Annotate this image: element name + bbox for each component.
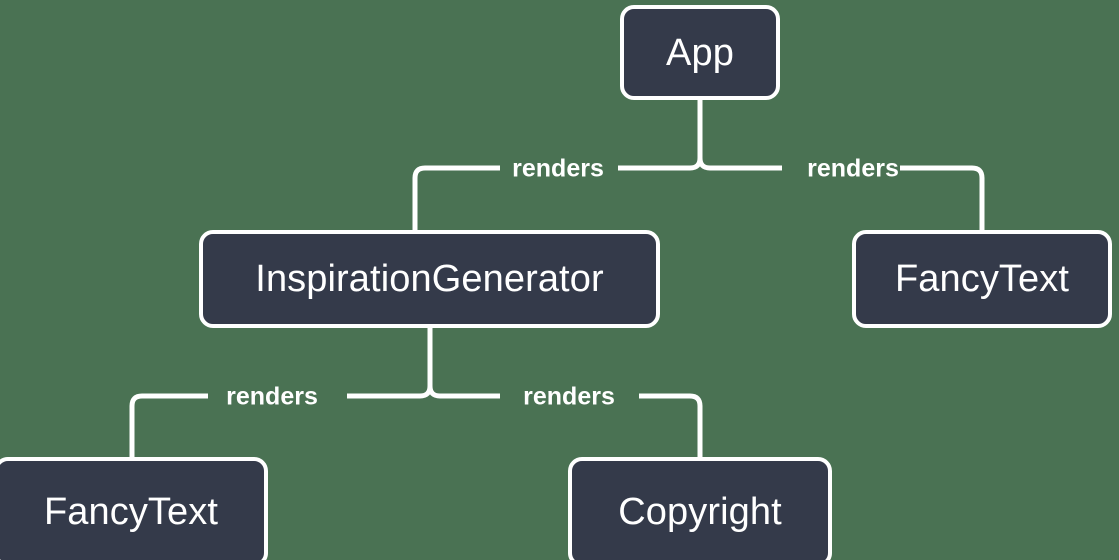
edge-label-app-to-inspirationgenerator: renders — [512, 154, 604, 183]
node-inspirationgenerator-label: InspirationGenerator — [255, 258, 604, 300]
node-fancytext-bottom-left[interactable]: FancyText — [0, 457, 268, 560]
node-fancytext-bottom-left-label: FancyText — [43, 491, 219, 533]
node-app[interactable]: App — [620, 5, 780, 100]
node-app-label: App — [666, 31, 734, 74]
edge-label-inspirationgenerator-to-copyright: renders — [523, 382, 615, 411]
edge-inspirationgenerator-stem — [347, 328, 433, 399]
edge-label-inspirationgenerator-to-fancytext: renders — [226, 382, 318, 411]
node-copyright-label: Copyright — [618, 491, 782, 533]
edge-inspirationgenerator-stem-right — [427, 385, 500, 399]
node-copyright[interactable]: Copyright — [568, 457, 832, 560]
edge-app-stem — [618, 100, 703, 171]
node-inspirationgenerator[interactable]: InspirationGenerator — [199, 230, 660, 328]
edge-inspirationgenerator-to-copyright — [639, 393, 703, 457]
edge-label-app-to-fancytext-right: renders — [807, 154, 899, 183]
edge-inspirationgenerator-to-fancytext — [129, 393, 208, 457]
edge-app-stem-right — [697, 157, 782, 171]
node-fancytext-right-label: FancyText — [894, 258, 1070, 300]
edge-app-to-inspirationgenerator — [412, 165, 500, 230]
node-fancytext-right[interactable]: FancyText — [852, 230, 1112, 328]
edge-app-to-fancytext-right — [900, 165, 985, 230]
